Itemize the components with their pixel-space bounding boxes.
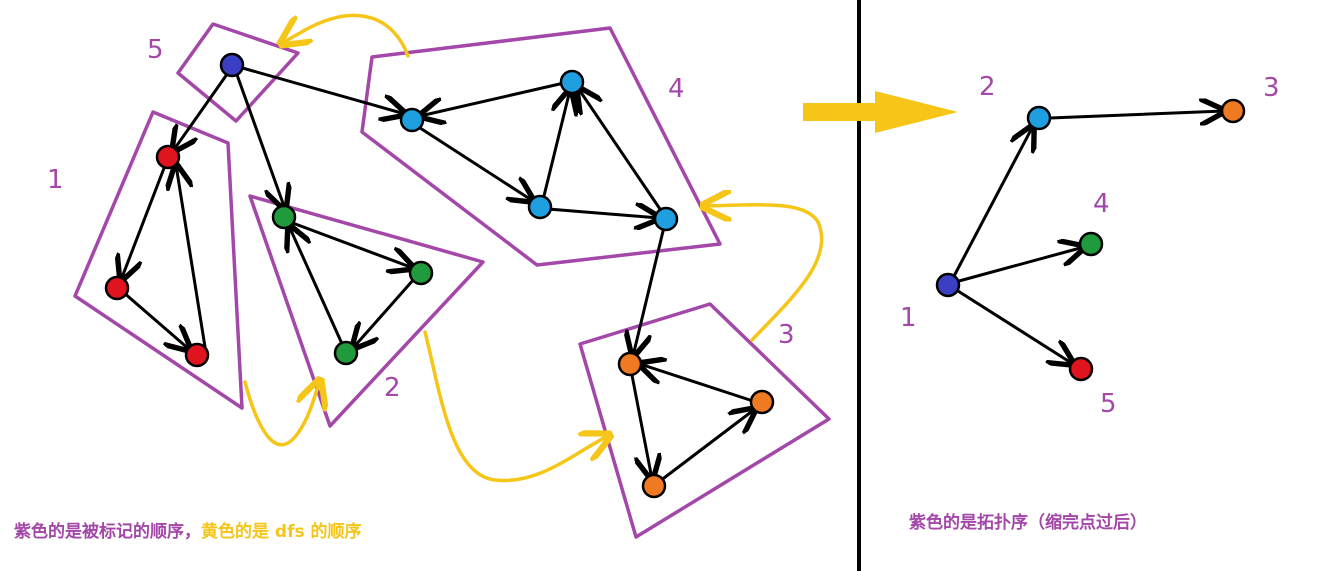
edge-b1-b3: [415, 124, 533, 201]
scc-3-outline: [578, 302, 831, 539]
node-red-3: [184, 342, 210, 368]
dag-label-5: 5: [1100, 389, 1117, 419]
transform-arrow: [803, 91, 958, 133]
scc-label-4: 4: [668, 74, 685, 104]
scc-label-5: 5: [147, 35, 164, 65]
right-edges: [951, 111, 1224, 364]
left-nodes: [104, 52, 775, 499]
dag-edge-1-5: [956, 289, 1073, 364]
dag-label-2: 2: [979, 72, 996, 102]
scc-label-2: 2: [384, 373, 401, 403]
scc-5-outline: [176, 22, 300, 123]
dfs-arrow-4-to-5: [281, 13, 410, 58]
dag-node-3: [1220, 98, 1246, 124]
scc-2-outline: [248, 194, 485, 428]
dfs-arrow-1-to-2: [243, 380, 320, 447]
dag-node-1: [935, 272, 961, 298]
edge-o1-o3: [629, 368, 652, 479]
node-blue-2: [559, 69, 585, 95]
dfs-arrow-2-to-3: [423, 330, 610, 483]
edge-r3-r1: [176, 165, 207, 349]
scc-outlines: [73, 22, 831, 539]
edge-g3-g1: [289, 226, 345, 348]
edge-g2-g3: [353, 277, 416, 348]
scc-4-outline: [360, 26, 722, 267]
caption-purple-part: 紫色的是被标记的顺序，: [14, 521, 201, 542]
dag-label-4: 4: [1093, 189, 1110, 219]
node-green-2: [408, 260, 434, 286]
scc-label-1: 1: [47, 165, 64, 195]
scc-number-labels: 5 1 4 2 3: [47, 35, 795, 403]
edge-r2-r3: [121, 290, 190, 350]
edge-b4-b2: [578, 88, 664, 214]
node-red-2: [104, 275, 130, 301]
dag-node-2: [1026, 105, 1052, 131]
node-green-3: [333, 340, 359, 366]
edge-o3-o2: [658, 409, 755, 483]
dag-label-3: 3: [1263, 73, 1280, 103]
edge-r1-r2: [121, 161, 168, 280]
node-red-1: [155, 144, 181, 170]
dag-edge-1-2: [951, 126, 1033, 280]
edge-b2-b1: [420, 81, 566, 116]
node-darkblue: [219, 52, 245, 78]
node-orange-1: [617, 351, 643, 377]
dfs-arrow-3-to-4: [703, 205, 824, 342]
left-edges: [121, 65, 755, 483]
edge-g1-g2: [288, 220, 413, 268]
dfs-arrows: [243, 13, 824, 483]
scc-1-outline: [73, 110, 244, 410]
dag-node-4: [1078, 231, 1104, 257]
edge-d-g1: [234, 70, 285, 209]
edge-b4-o1: [633, 225, 666, 356]
scc-label-3: 3: [778, 320, 795, 350]
edge-b3-b4: [546, 209, 659, 218]
node-green-1: [271, 204, 297, 230]
edge-d-b1: [237, 65, 405, 114]
node-blue-3: [527, 194, 553, 220]
node-blue-4: [653, 206, 679, 232]
node-blue-1: [399, 107, 425, 133]
dag-label-1: 1: [900, 303, 917, 333]
dag-labels: 2 3 4 1 5: [900, 72, 1280, 419]
edge-d-r1: [173, 68, 232, 151]
node-orange-2: [749, 389, 775, 415]
right-nodes: [935, 98, 1246, 382]
dag-node-5: [1068, 356, 1094, 382]
edge-o2-o1: [640, 364, 755, 403]
node-orange-3: [641, 473, 667, 499]
right-caption: 紫色的是拓扑序（缩完点过后）: [909, 512, 1147, 533]
dag-edge-2-3: [1048, 111, 1224, 118]
edge-b3-b2: [541, 90, 570, 202]
dag-edge-1-4: [957, 247, 1084, 283]
caption-yellow-part: 黄色的是 dfs 的顺序: [201, 521, 362, 542]
left-caption: 紫色的是被标记的顺序，黄色的是 dfs 的顺序: [14, 521, 362, 542]
